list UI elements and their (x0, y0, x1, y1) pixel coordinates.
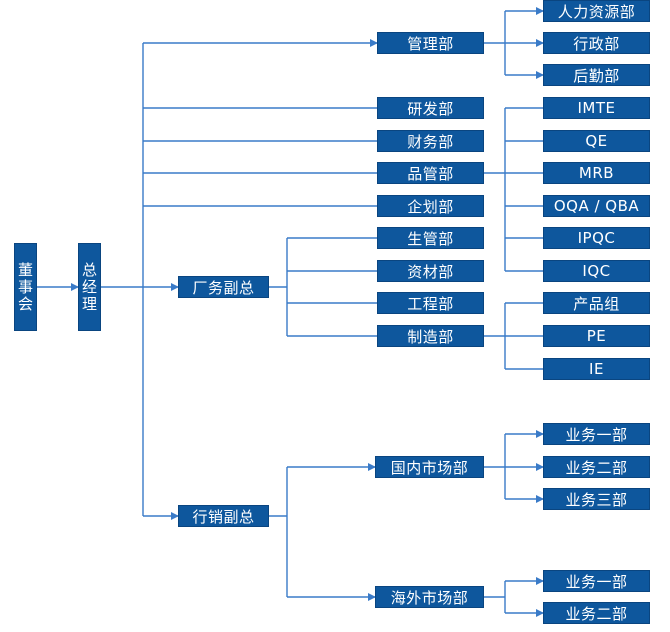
node-manufacturing-dept: 制造部 (377, 325, 484, 347)
node-sales-vp: 行销副总 (178, 505, 269, 527)
node-iqc: IQC (543, 260, 650, 282)
node-planning-dept: 企划部 (377, 195, 484, 217)
node-general-manager: 总经理 (78, 243, 101, 331)
node-domestic-sales-3: 业务三部 (543, 488, 650, 510)
node-admin-dept: 行政部 (543, 32, 650, 54)
node-quality-dept: 品管部 (377, 162, 484, 184)
node-materials-dept: 资材部 (377, 260, 484, 282)
node-imte: IMTE (543, 97, 650, 119)
node-overseas-market: 海外市场部 (375, 586, 484, 608)
node-finance-dept: 财务部 (377, 130, 484, 152)
node-overseas-sales-2: 业务二部 (543, 602, 650, 624)
node-management-dept: 管理部 (377, 32, 484, 54)
node-pe: PE (543, 325, 650, 347)
node-hr-dept: 人力资源部 (543, 0, 650, 22)
node-ie: IE (543, 358, 650, 380)
node-overseas-sales-1: 业务一部 (543, 570, 650, 592)
node-factory-vp: 厂务副总 (178, 276, 269, 298)
node-domestic-sales-2: 业务二部 (543, 456, 650, 478)
node-logistics-dept: 后勤部 (543, 64, 650, 86)
node-domestic-market: 国内市场部 (375, 456, 484, 478)
node-domestic-sales-1: 业务一部 (543, 423, 650, 445)
node-engineering-dept: 工程部 (377, 292, 484, 314)
node-rd-dept: 研发部 (377, 97, 484, 119)
node-mrb: MRB (543, 162, 650, 184)
node-product-group: 产品组 (543, 292, 650, 314)
node-ipqc: IPQC (543, 227, 650, 249)
node-board: 董事会 (14, 243, 37, 331)
node-oqa-qba: OQA / QBA (543, 195, 650, 217)
node-production-control: 生管部 (377, 227, 484, 249)
node-qe: QE (543, 130, 650, 152)
